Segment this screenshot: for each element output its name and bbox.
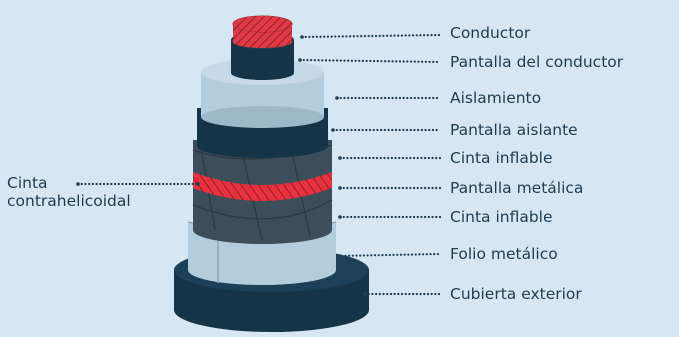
leader-metallic-foil bbox=[336, 252, 442, 258]
label-swelling-tape-1: Cinta inflable bbox=[450, 149, 553, 167]
label-insulation: Aislamiento bbox=[450, 89, 542, 107]
metallic-screen-band bbox=[193, 172, 332, 201]
leader-end-dots bbox=[76, 35, 367, 296]
label-contrahelical-line1: Cinta bbox=[7, 174, 48, 192]
leader-conductor-screen bbox=[298, 58, 442, 64]
label-contrahelical-tape: Cinta contrahelicoidal bbox=[7, 174, 131, 210]
label-conductor-screen: Pantalla del conductor bbox=[450, 53, 624, 71]
leader-conductor bbox=[300, 33, 442, 39]
label-metallic-screen: Pantalla metálica bbox=[450, 179, 584, 197]
label-contrahelical-line2: contrahelicoidal bbox=[7, 192, 131, 210]
conductor-core bbox=[232, 15, 293, 48]
label-insulation-screen: Pantalla aislante bbox=[450, 121, 578, 139]
label-swelling-tape-2: Cinta inflable bbox=[450, 208, 553, 226]
label-conductor: Conductor bbox=[450, 24, 531, 42]
gray-screen-section bbox=[192, 140, 333, 244]
leader-lines bbox=[76, 33, 442, 296]
label-outer-jacket: Cubierta exterior bbox=[450, 285, 582, 303]
label-metallic-foil: Folio metálico bbox=[450, 245, 558, 263]
